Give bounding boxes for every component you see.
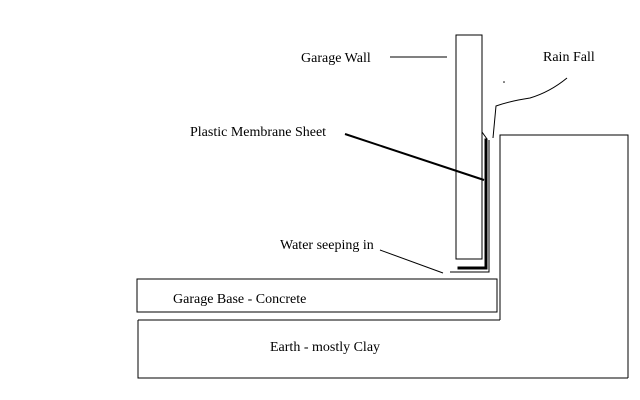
water-seeping-label: Water seeping in (280, 238, 374, 253)
plastic-membrane-label: Plastic Membrane Sheet (190, 125, 326, 140)
membrane-top-lip (481, 131, 488, 140)
garage-wall (455, 34, 483, 260)
plastic-membrane-sheet (457, 138, 488, 270)
plastic-membrane-pointer (344, 133, 485, 181)
garage-wall-label: Garage Wall (301, 51, 371, 66)
water-path-line (450, 140, 490, 273)
earth-label: Earth - mostly Clay (270, 340, 380, 355)
rain-fall-path (492, 77, 568, 139)
rain-fall-label: Rain Fall (543, 50, 595, 65)
ground-surface-line (499, 134, 629, 378)
rain-dot (503, 81, 505, 83)
garage-base-label: Garage Base - Concrete (173, 292, 306, 307)
garage-base-slab (136, 278, 498, 313)
water-seeping-pointer (379, 249, 444, 274)
earth-block (137, 319, 628, 379)
